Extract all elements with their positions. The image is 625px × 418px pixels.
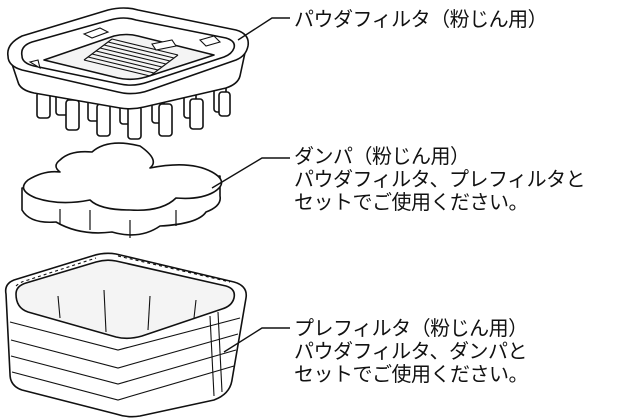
pre-filter-label: プレフィルタ（粉じん用） パウダフィルタ、ダンパと セットでご使用ください。 bbox=[294, 316, 529, 386]
damper-title: ダンパ（粉じん用） bbox=[294, 144, 470, 168]
pre-filter-title: プレフィルタ（粉じん用） bbox=[294, 316, 528, 340]
pre-filter-lines bbox=[9, 255, 241, 401]
leader-lines bbox=[211, 17, 290, 353]
pre-filter-note-line-1: パウダフィルタ、ダンパと bbox=[294, 339, 528, 363]
pre-filter-illustration bbox=[4, 252, 248, 418]
damper-label: ダンパ（粉じん用） パウダフィルタ、プレフィルタと セットでご使用ください。 bbox=[294, 144, 586, 214]
damper-note-line-2: セットでご使用ください。 bbox=[294, 190, 529, 214]
powder-filter-title: パウダフィルタ（粉じん用） bbox=[294, 7, 548, 31]
damper-edges bbox=[59, 209, 177, 238]
powder-filter-label: パウダフィルタ（粉じん用） bbox=[294, 7, 548, 31]
damper-note-line-1: パウダフィルタ、プレフィルタと bbox=[294, 167, 586, 191]
damper-illustration bbox=[21, 142, 223, 236]
powder-filter-grid bbox=[28, 27, 222, 77]
powder-filter-illustration bbox=[6, 7, 250, 140]
pre-filter-note-line-2: セットでご使用ください。 bbox=[294, 362, 529, 386]
